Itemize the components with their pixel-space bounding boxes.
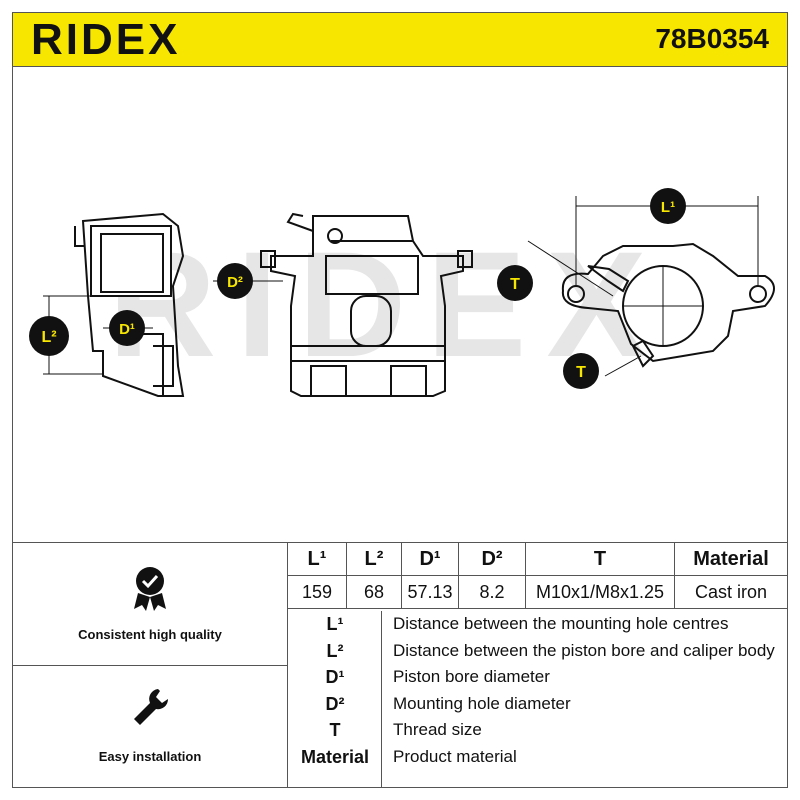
spec-value-l2: 68 <box>346 575 402 609</box>
spec-value-d1: 57.13 <box>401 575 459 609</box>
svg-text:T: T <box>576 364 586 381</box>
legend-symbol: D¹ <box>325 667 345 687</box>
legend-row: D¹ Piston bore diameter <box>287 664 787 691</box>
legend-row: D² Mounting hole diameter <box>287 691 787 718</box>
legend-row: Material Product material <box>287 744 787 771</box>
svg-text:D¹: D¹ <box>119 321 135 338</box>
svg-text:L²: L² <box>41 329 56 346</box>
legend-description: Mounting hole diameter <box>393 693 571 713</box>
spec-value-l1: 159 <box>287 575 347 609</box>
legend-description: Distance between the mounting hole centr… <box>393 614 729 633</box>
feature-installation-label: Easy installation <box>98 749 202 764</box>
legend-description: Piston bore diameter <box>393 667 550 686</box>
wrench-icon <box>134 689 169 725</box>
spec-header-row: L¹ L² D¹ D² T Material <box>287 543 787 576</box>
spec-header-d1: D¹ <box>401 543 459 576</box>
spec-value-t: M10x1/M8x1.25 <box>525 575 675 609</box>
legend-symbol: Material <box>300 746 370 767</box>
legend-description: Product material <box>393 746 517 766</box>
feature-quality: Consistent high quality <box>13 543 287 666</box>
svg-text:T: T <box>510 276 520 293</box>
legend-row: L² Distance between the piston bore and … <box>287 638 787 665</box>
part-number: 78B0354 <box>655 23 769 54</box>
feature-quality-label: Consistent high quality <box>78 627 222 642</box>
spec-header-l2: L² <box>346 543 402 576</box>
technical-drawing: RIDEX L² D¹ <box>12 66 788 542</box>
badge-d2: D² <box>217 263 253 299</box>
spec-value-material: Cast iron <box>674 575 787 609</box>
spec-header-d2: D² <box>458 543 526 576</box>
legend-symbol: D² <box>325 693 345 714</box>
legend-row: L¹ Distance between the mounting hole ce… <box>287 611 787 638</box>
spec-table: L¹ L² D¹ D² T Material 159 68 57.13 8.2 … <box>287 543 787 609</box>
badge-l2: L² <box>29 316 69 356</box>
caliper-drawing-svg: RIDEX L² D¹ <box>29 188 775 397</box>
features-column: Consistent high quality Easy installatio… <box>13 543 288 787</box>
badge-d1: D¹ <box>109 310 145 346</box>
legend: L¹ Distance between the mounting hole ce… <box>287 611 787 770</box>
legend-symbol: L² <box>326 640 344 661</box>
caliper-rear-view <box>213 212 473 397</box>
shield-check-icon <box>134 567 166 611</box>
spec-value-row: 159 68 57.13 8.2 M10x1/M8x1.25 Cast iron <box>287 575 787 609</box>
header-bar: RIDEX 78B0354 <box>12 12 788 67</box>
legend-description: Thread size <box>393 720 482 739</box>
brand-logo: RIDEX <box>31 15 181 64</box>
spec-header-material: Material <box>674 543 787 576</box>
feature-installation: Easy installation <box>13 665 287 787</box>
spec-header-l1: L¹ <box>287 543 347 576</box>
legend-symbol: L¹ <box>326 614 344 634</box>
badge-t-bottom: T <box>563 353 599 389</box>
spec-header-t: T <box>525 543 675 576</box>
spec-value-d2: 8.2 <box>458 575 526 609</box>
legend-symbol: T <box>329 720 341 740</box>
caliper-front-view <box>527 196 775 377</box>
svg-text:D²: D² <box>227 274 243 291</box>
legend-description: Distance between the piston bore and cal… <box>393 640 775 660</box>
legend-row: T Thread size <box>287 717 787 744</box>
caliper-side-view <box>43 212 185 397</box>
svg-text:L¹: L¹ <box>661 199 675 216</box>
legend-divider <box>381 611 382 787</box>
badge-l1: L¹ <box>650 188 686 224</box>
info-panel: Consistent high quality Easy installatio… <box>12 542 788 788</box>
badge-t-top: T <box>497 265 533 301</box>
